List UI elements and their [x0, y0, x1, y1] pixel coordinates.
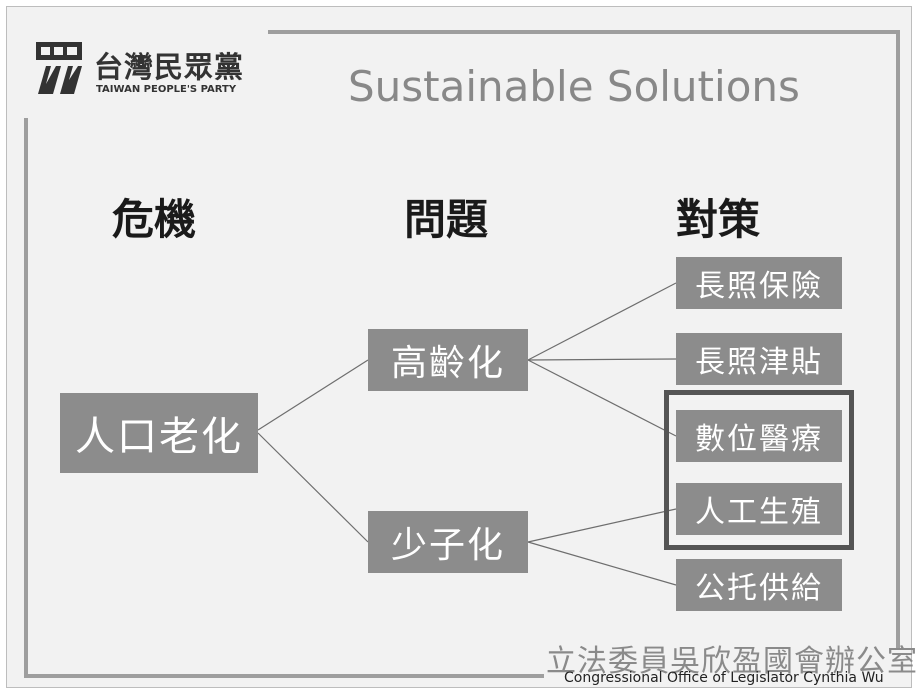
slide-title: Sustainable Solutions: [348, 62, 800, 111]
connector-root-lowbirth: [257, 432, 369, 543]
party-name-en: TAIWAN PEOPLE'S PARTY: [96, 84, 237, 95]
solution-node: 數位醫療: [676, 410, 842, 462]
party-logo-icon: [36, 42, 82, 94]
solution-node: 人工生殖: [676, 483, 842, 535]
highlight-box: [664, 390, 854, 550]
column-header-issue: 問題: [404, 195, 489, 244]
connector-lowbirth-art: [527, 508, 677, 543]
frame-line-bottom: [24, 674, 544, 678]
connector-root-aging: [257, 359, 369, 431]
office-name-en: Congressional Office of Legislator Cynth…: [564, 670, 884, 686]
connector-aging-ltc-insurance: [527, 282, 677, 361]
frame-line-right: [896, 30, 900, 650]
column-header-crisis: 危機: [112, 195, 197, 244]
frame-line-top: [268, 30, 896, 34]
frame-line-left: [24, 118, 28, 678]
column-header-policy: 對策: [676, 195, 761, 244]
solution-node: 公托供給: [676, 559, 842, 611]
solution-node: 長照津貼: [676, 333, 842, 385]
connector-aging-digital-health: [527, 359, 677, 437]
office-name-zh: 立法委員吳欣盈國會辦公室: [546, 644, 918, 679]
connector-aging-ltc-allowance: [527, 358, 677, 361]
root-node: 人口老化: [60, 393, 258, 473]
party-name-zh: 台灣民眾黨: [94, 50, 245, 84]
issue-node-aging: 高齡化: [368, 329, 528, 391]
issue-node-low-birthrate: 少子化: [368, 511, 528, 573]
connector-lowbirth-daycare: [527, 541, 677, 586]
solution-node: 長照保險: [676, 257, 842, 309]
